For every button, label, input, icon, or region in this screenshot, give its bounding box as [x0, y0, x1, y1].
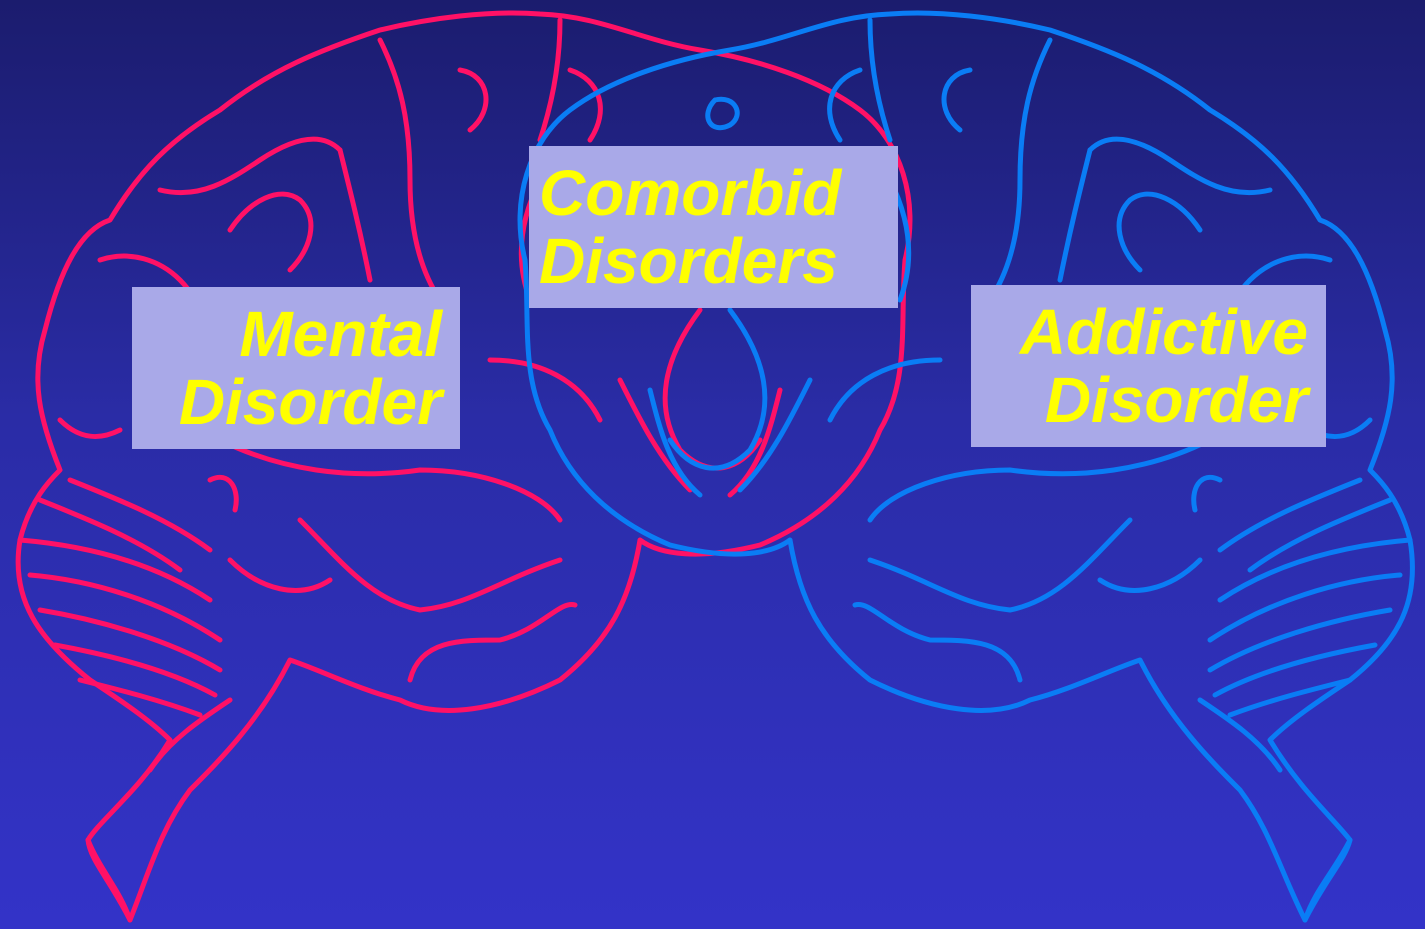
brain-right-gyrus [1060, 150, 1090, 280]
brain-right-gyrus [1090, 139, 1270, 193]
brain-right-temporal-lobe [870, 440, 1210, 520]
brain-right-inner-loop [708, 99, 737, 127]
comorbid-disorders-line2: Disorders [539, 227, 882, 295]
addictive-disorder-label: Addictive Disorder [971, 285, 1326, 447]
comorbid-disorders-line1: Comorbid [539, 159, 882, 227]
brain-left-temporal-lobe [220, 440, 560, 520]
brain-right-temporal-lobe [870, 520, 1130, 610]
brain-left-gyrus [230, 194, 311, 270]
brain-left-gyrus [60, 420, 120, 437]
brain-right-gyrus [1194, 477, 1220, 510]
brain-right-temporal-lobe [1100, 560, 1200, 590]
addictive-disorder-line1: Addictive [981, 298, 1308, 366]
brain-left-gyrus [380, 40, 440, 300]
brain-right-gyrus [990, 40, 1050, 300]
comorbid-disorders-label: Comorbid Disorders [529, 146, 898, 308]
brain-left-temporal-lobe [410, 604, 575, 680]
brain-left-brainstem [88, 840, 130, 920]
mental-disorder-label: Mental Disorder [132, 287, 460, 449]
addictive-disorder-line2: Disorder [981, 366, 1308, 434]
brain-left-temporal-lobe [230, 560, 330, 590]
brain-left-gyrus [340, 150, 370, 280]
brain-right-cerebellum-fold [1230, 680, 1350, 715]
brain-left-cerebellum-fold [70, 480, 210, 550]
brain-right-brainstem [1305, 840, 1350, 920]
brain-left-cerebellum-fold [80, 680, 200, 715]
mental-disorder-line2: Disorder [142, 368, 442, 436]
brain-left-gyrus [460, 70, 486, 130]
brain-right-cerebellum-fold [1220, 480, 1360, 550]
brain-left-gyrus [160, 139, 340, 193]
brain-right-cerebellum-fold [1250, 500, 1390, 570]
brain-left-gyrus [210, 477, 236, 510]
brain-right-temporal-lobe [855, 604, 1020, 680]
mental-disorder-line1: Mental [142, 300, 442, 368]
brain-left-temporal-lobe [300, 520, 560, 610]
brain-right-gyrus [1119, 194, 1200, 270]
brain-right-gyrus [944, 70, 970, 130]
brain-right-inner-loop [830, 360, 940, 420]
brain-left-inner-loop [490, 360, 600, 420]
brain-left-cerebellum-fold [40, 500, 180, 570]
